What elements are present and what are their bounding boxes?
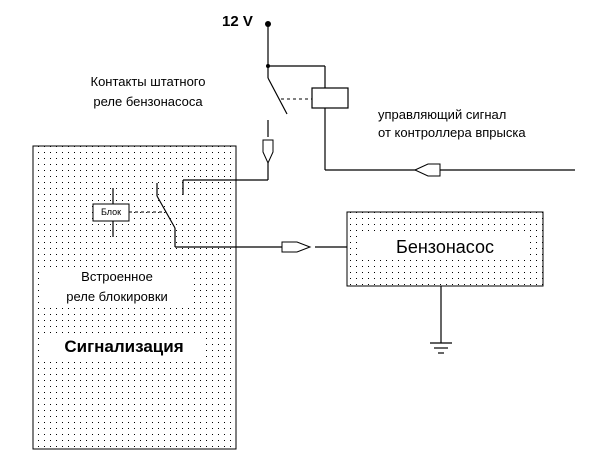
- supply-terminal-icon: [265, 21, 271, 27]
- relay-label-line2: реле бензонасоса: [93, 94, 203, 109]
- relay-switch-icon: [267, 66, 288, 137]
- blocking-relay-label-line2: реле блокировки: [44, 288, 190, 305]
- alarm-title: Сигнализация: [44, 336, 204, 358]
- fuel-pump-label: Бензонасос: [362, 236, 528, 258]
- ground-icon: [430, 286, 452, 354]
- signal-label-line1: управляющий сигнал: [378, 107, 507, 122]
- supply-voltage-label: 12 V: [222, 13, 253, 30]
- control-signal-wire: [324, 108, 575, 171]
- block-coil-label: Блок: [100, 207, 122, 217]
- relay-coil-icon: [311, 87, 349, 109]
- connector-icon: [413, 163, 441, 177]
- relay-label-line1: Контакты штатного: [90, 74, 206, 89]
- supply-wire: [267, 23, 326, 88]
- connector-icon: [281, 241, 312, 253]
- relay-output-wire: [182, 163, 269, 195]
- signal-label-line2: от контроллера впрыска: [378, 125, 526, 140]
- blocking-relay-label-line1: Встроенное: [44, 268, 190, 285]
- connector-icon: [262, 139, 274, 165]
